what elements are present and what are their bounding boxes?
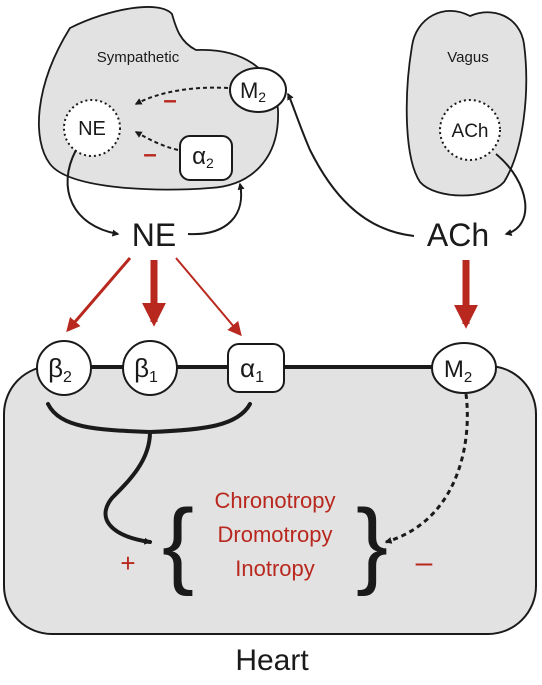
ne-release-arrow: [66, 149, 120, 237]
m2-effect-inhibit-arrow: [384, 393, 469, 544]
ne-label: NE: [132, 217, 176, 253]
ach-store-label: ACh: [452, 121, 489, 142]
beta1-receptor: [122, 340, 178, 396]
ach-release-arrow: [495, 153, 527, 236]
alpha1-receptor: [227, 343, 285, 393]
vagus-title: Vagus: [447, 49, 488, 66]
ne-to-alpha1-arrow: [175, 257, 242, 337]
heart-m2-receptor: [431, 342, 497, 394]
heart-m2-label: M2: [444, 356, 472, 386]
ne-store-circle: [63, 99, 121, 157]
beta2-receptor: [36, 340, 92, 396]
ach-to-m2-arrow: [287, 92, 415, 237]
alpha2-minus-sign: –: [143, 141, 156, 168]
alpha1-label: α1: [240, 353, 264, 386]
effect-chronotropy: Chronotropy: [214, 488, 335, 513]
effect-inotropy: Inotropy: [235, 556, 315, 581]
m2-inhibit-arrow: [134, 86, 229, 105]
presynaptic-alpha2-label: α2: [192, 143, 214, 171]
alpha2-inhibit-arrow: [134, 131, 179, 151]
presynaptic-alpha2-node: [179, 135, 233, 181]
effect-dromotropy: Dromotropy: [218, 522, 333, 547]
ach-label: ACh: [427, 217, 489, 253]
ne-store-label: NE: [78, 118, 106, 140]
beta1-label: β1: [134, 353, 158, 386]
effects-right-brace: }: [356, 490, 388, 597]
receptor-brace: [46, 402, 252, 542]
ne-to-beta2-arrow: [66, 257, 132, 333]
stimulatory-plus-sign: +: [120, 548, 135, 578]
ach-store-circle: [439, 99, 501, 161]
effects-left-brace: {: [162, 490, 194, 597]
beta2-label: β2: [48, 353, 72, 386]
presynaptic-m2-node: [229, 67, 287, 113]
heart-label: Heart: [235, 644, 309, 677]
sympathetic-title: Sympathetic: [97, 49, 180, 66]
presynaptic-m2-label: M2: [240, 78, 266, 105]
ne-to-alpha2-arrow: [187, 182, 245, 236]
inhibitory-minus-sign: –: [416, 546, 433, 579]
m2-minus-sign: –: [163, 87, 176, 114]
